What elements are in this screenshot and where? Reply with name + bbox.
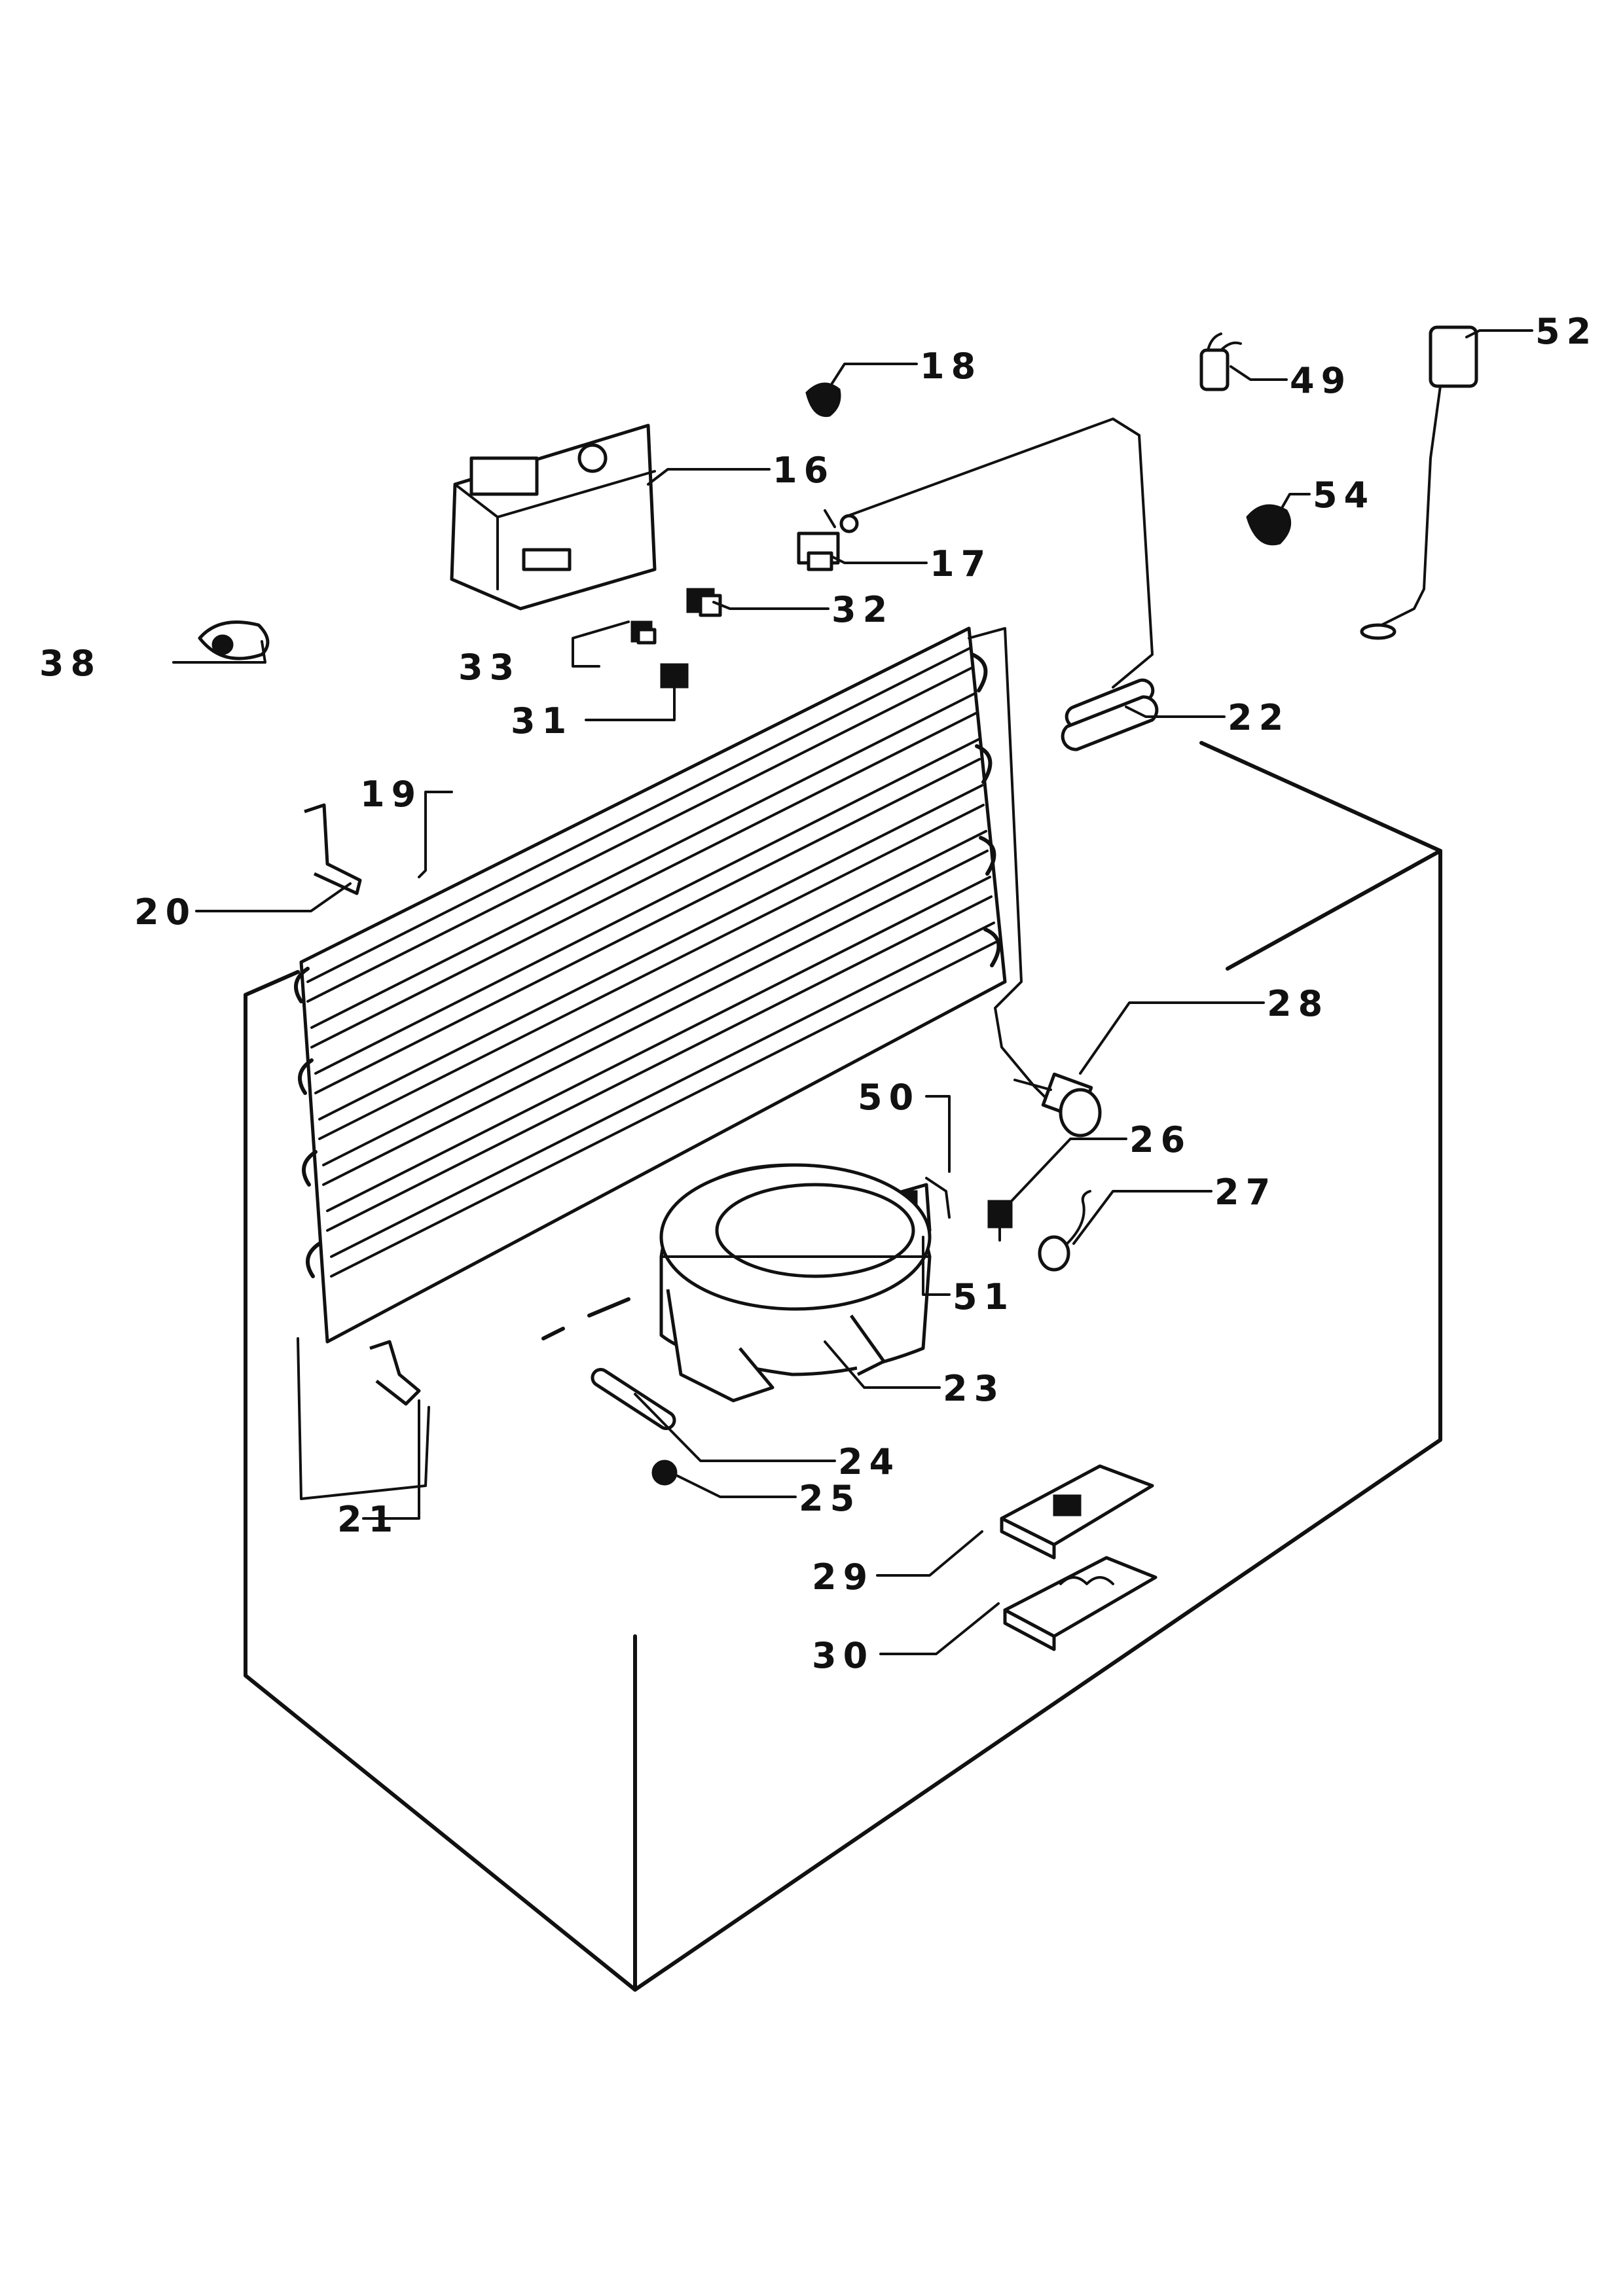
cabinet-outline [244, 741, 1442, 1992]
label-19: 19 [360, 774, 422, 815]
label-25: 25 [799, 1478, 861, 1519]
part-number-labels: 16 17 18 19 20 21 22 23 24 25 26 27 28 2… [39, 311, 1597, 1676]
lamp-holder [198, 620, 270, 660]
knob-icon [805, 382, 841, 418]
circuit-board-upper [1000, 1464, 1154, 1560]
capacitor [1199, 332, 1242, 391]
control-housing [450, 423, 657, 611]
drier-valve [1013, 1072, 1102, 1138]
label-27: 27 [1214, 1172, 1277, 1213]
label-38: 38 [39, 643, 101, 684]
label-52: 52 [1535, 311, 1597, 352]
circuit-board-lower [1003, 1556, 1158, 1651]
compressor [659, 1163, 932, 1403]
label-50: 50 [858, 1077, 920, 1118]
bracket-upper [304, 803, 362, 895]
thermostat-with-probe [1360, 325, 1478, 640]
thermostat [797, 509, 859, 571]
label-22: 22 [1228, 697, 1290, 738]
label-26: 26 [1129, 1119, 1192, 1160]
label-18: 18 [920, 346, 982, 387]
label-20: 20 [134, 891, 196, 933]
bracket-lower [369, 1340, 421, 1406]
label-16: 16 [773, 450, 835, 491]
label-33: 33 [458, 647, 520, 688]
small-switch-parts [630, 588, 722, 689]
label-21: 21 [337, 1499, 399, 1540]
label-29: 29 [812, 1556, 874, 1598]
label-17: 17 [930, 543, 992, 584]
label-54: 54 [1313, 475, 1375, 516]
leader-lines [172, 329, 1533, 1655]
label-24: 24 [838, 1441, 900, 1482]
label-28: 28 [1267, 983, 1329, 1024]
label-49: 49 [1290, 360, 1352, 401]
grommet-with-wire [1038, 1190, 1091, 1272]
start-relay [987, 1200, 1013, 1242]
label-51: 51 [953, 1276, 1015, 1318]
label-31: 31 [511, 700, 573, 742]
rubber-foot [591, 1368, 676, 1430]
grommet-icon [651, 1460, 678, 1486]
label-32: 32 [831, 589, 894, 630]
condenser [294, 626, 1062, 1500]
relay-icon [1246, 504, 1292, 545]
capillary-tube [843, 418, 1154, 689]
label-23: 23 [943, 1368, 1005, 1409]
label-30: 30 [812, 1635, 874, 1676]
